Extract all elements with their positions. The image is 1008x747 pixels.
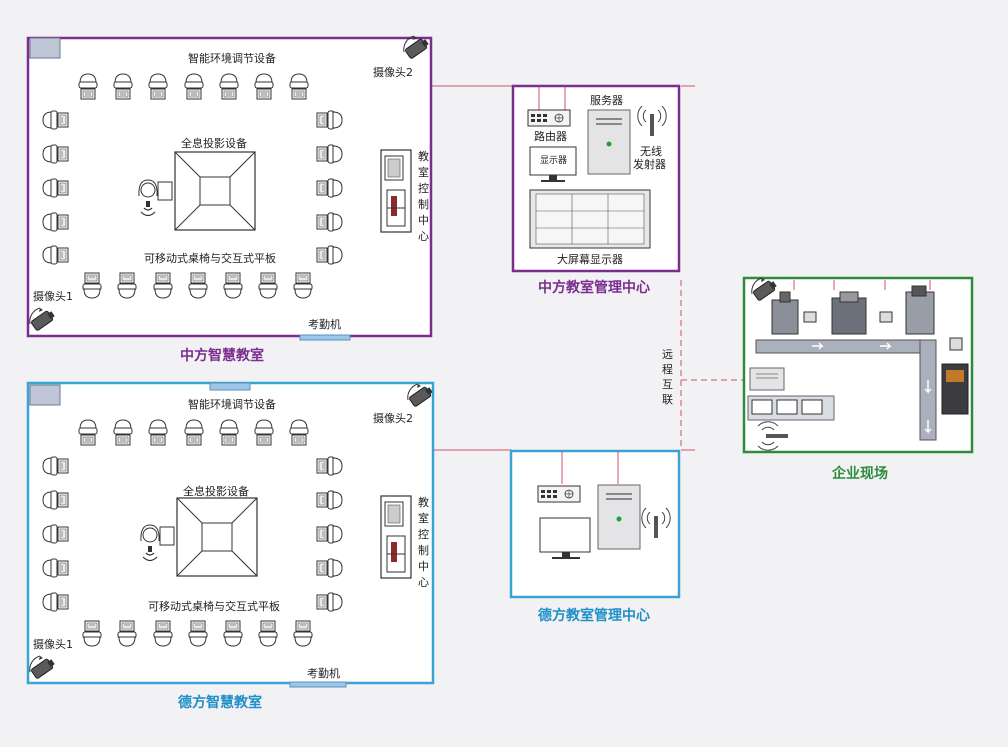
- svg-text:室: 室: [418, 511, 429, 525]
- camera2-label: 摄像头2: [373, 65, 413, 79]
- remote-link-label: 远 程 互 联: [662, 348, 673, 406]
- ac-unit-icon: [29, 37, 61, 59]
- svg-text:心: 心: [418, 230, 429, 243]
- camera2-label: 摄像头2: [373, 411, 413, 425]
- zhongfang-classroom: 智能环境调节设备 全息投影设备 可移动式桌椅与交互式平板 摄像头2 摄像头1 考…: [26, 35, 433, 364]
- svg-text:教: 教: [418, 150, 429, 163]
- env-device-label: 智能环境调节设备: [188, 397, 276, 411]
- svg-text:控: 控: [418, 181, 429, 195]
- holo-label: 全息投影设备: [183, 484, 249, 498]
- wireless-label-line2: 发射器: [633, 157, 666, 171]
- attendance-label: 考勤机: [307, 666, 340, 680]
- enterprise-site-title: 企业现场: [831, 465, 888, 482]
- machine-tools-icon: [771, 285, 969, 415]
- defang-classroom-title: 德方智慧教室: [178, 694, 262, 711]
- camera1-label: 摄像头1: [33, 637, 73, 651]
- svg-text:教: 教: [418, 496, 429, 509]
- monitor-label: 显示器: [540, 155, 567, 166]
- attendance-label: 考勤机: [308, 317, 341, 331]
- holo-label: 全息投影设备: [181, 136, 247, 150]
- computer-terminals-icon: [747, 395, 835, 421]
- defang-classroom: 智能环境调节设备 全息投影设备 可移动式桌椅与交互式平板 摄像头2 摄像头1 考…: [26, 381, 435, 711]
- camera1-label: 摄像头1: [33, 289, 73, 303]
- control-center-label: 教 室 控 制 中 心: [418, 496, 429, 589]
- svg-text:远: 远: [662, 348, 673, 361]
- desk-label: 可移动式桌椅与交互式平板: [148, 599, 280, 613]
- env-device-icon: [209, 382, 251, 391]
- router-icon: [537, 485, 581, 503]
- router-label: 路由器: [534, 129, 567, 143]
- hologram-projector-icon: [176, 497, 258, 577]
- svg-text:中: 中: [418, 560, 429, 573]
- wireless-label-line1: 无线: [640, 144, 662, 158]
- svg-text:中: 中: [418, 214, 429, 227]
- server-icon: [597, 484, 641, 550]
- svg-text:室: 室: [418, 165, 429, 179]
- ac-unit-icon: [29, 384, 61, 406]
- big-screen-icon: [529, 189, 651, 249]
- monitor-icon: [529, 146, 577, 176]
- svg-text:制: 制: [418, 544, 429, 557]
- hologram-projector-icon: [174, 151, 256, 231]
- control-center-label: 教 室 控 制 中 心: [418, 150, 429, 243]
- svg-text:控: 控: [418, 527, 429, 541]
- zhongfang-management-center: 路由器 服务器 无线 发射器 显示器 大屏幕显示器 中方教室管理中心: [511, 84, 681, 296]
- attendance-device-icon: [289, 681, 347, 688]
- svg-text:制: 制: [418, 198, 429, 211]
- svg-text:联: 联: [662, 393, 673, 406]
- production-conveyor-icon: [755, 339, 937, 441]
- big-screen-label: 大屏幕显示器: [557, 252, 623, 266]
- svg-text:互: 互: [662, 378, 673, 391]
- zhongfang-center-title: 中方教室管理中心: [538, 279, 650, 296]
- env-device-label: 智能环境调节设备: [188, 51, 276, 65]
- svg-text:心: 心: [418, 576, 429, 589]
- desk-label: 可移动式桌椅与交互式平板: [144, 251, 276, 265]
- enterprise-site: 企业现场: [742, 276, 974, 482]
- defang-management-center: 德方教室管理中心: [509, 449, 681, 624]
- attendance-device-icon: [299, 334, 351, 341]
- control-desk-icon: [380, 495, 412, 579]
- monitor-icon: [539, 517, 591, 553]
- server-icon: [587, 109, 631, 175]
- svg-text:程: 程: [662, 363, 673, 376]
- server-label: 服务器: [590, 94, 623, 107]
- router-icon: [527, 109, 571, 127]
- zhongfang-classroom-title: 中方智慧教室: [180, 347, 264, 364]
- defang-center-title: 德方教室管理中心: [538, 607, 650, 624]
- control-desk-icon: [380, 149, 412, 233]
- server-icon: [749, 367, 785, 391]
